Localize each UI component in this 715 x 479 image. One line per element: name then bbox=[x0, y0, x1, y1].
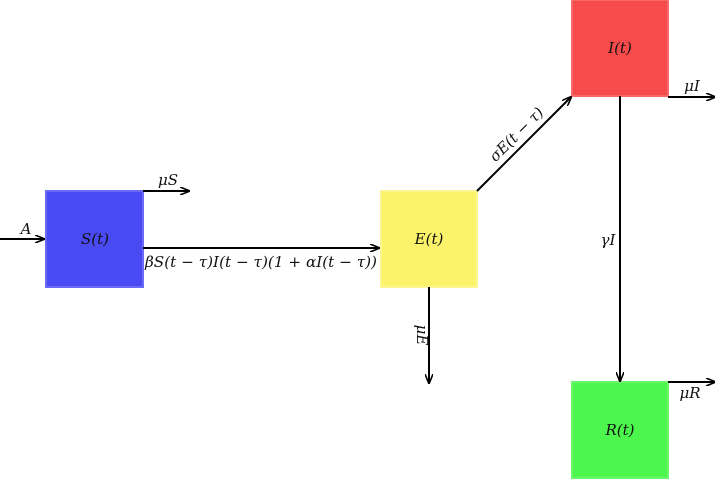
box-exposed bbox=[380, 190, 478, 288]
label-mu-r: μR bbox=[679, 384, 700, 402]
label-recovery: γI bbox=[601, 231, 617, 249]
label-inflow: A bbox=[19, 220, 32, 238]
label-transmission: βS(t − τ)I(t − τ)(1 + αI(t − τ)) bbox=[144, 253, 377, 271]
label-mu-e: μE bbox=[413, 325, 431, 346]
box-recovered bbox=[571, 381, 669, 479]
label-infected: I(t) bbox=[607, 39, 632, 57]
label-susceptible: S(t) bbox=[81, 230, 109, 248]
label-exposed: E(t) bbox=[414, 230, 444, 248]
label-mu-i: μI bbox=[684, 77, 701, 95]
label-recovered: R(t) bbox=[604, 421, 634, 439]
label-mu-s: μS bbox=[158, 171, 178, 189]
box-susceptible bbox=[45, 190, 144, 288]
label-incubation: σE(t − τ) bbox=[486, 103, 548, 165]
arrow-incubation bbox=[476, 97, 571, 192]
